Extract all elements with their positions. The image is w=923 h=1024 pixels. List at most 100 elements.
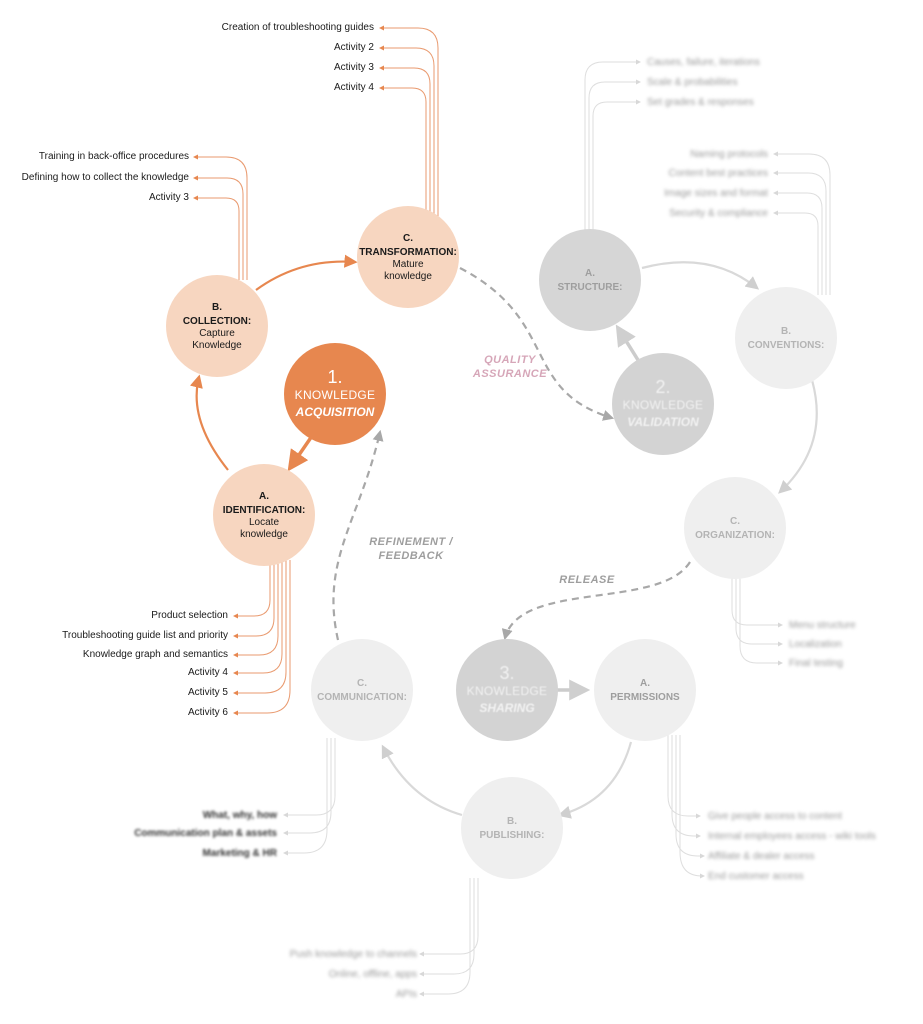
collection-step[interactable]: B. COLLECTION: Capture Knowledge xyxy=(166,275,268,377)
transformation-activity-2: Activity 2 xyxy=(333,42,374,53)
acquisition-circle xyxy=(284,343,386,445)
collection-letter: B. xyxy=(212,302,222,313)
structure-activity-2: Scale & probabilities xyxy=(647,77,738,88)
communication-step[interactable]: C. COMMUNICATION: xyxy=(311,639,413,741)
communication-activity-2: Communication plan & assets xyxy=(134,828,277,839)
communication-activity-3: Marketing & HR xyxy=(202,848,277,859)
identification-connectors xyxy=(233,560,291,716)
collection-activity-2: Defining how to collect the knowledge xyxy=(21,172,189,183)
identification-circle xyxy=(213,464,315,566)
structure-step[interactable]: A. STRUCTURE: xyxy=(539,229,641,331)
communication-activity-1: What, why, how xyxy=(202,810,277,821)
communication-title: COMMUNICATION: xyxy=(317,692,407,703)
acquisition-word2: ACQUISITION xyxy=(295,405,375,419)
communication-connectors xyxy=(283,738,336,856)
release-label: RELEASE xyxy=(559,574,615,586)
structure-title: STRUCTURE: xyxy=(557,282,623,293)
identification-step[interactable]: A. IDENTIFICATION: Locate knowledge xyxy=(213,464,315,566)
publishing-activity-3: APIs xyxy=(395,989,417,1000)
transformation-activity-4: Activity 4 xyxy=(333,82,374,93)
identification-letter: A. xyxy=(259,491,269,502)
conventions-activity-3: Image sizes and format xyxy=(664,188,768,199)
publishing-connectors xyxy=(419,878,479,997)
identification-activity-4: Activity 4 xyxy=(187,667,228,678)
identification-title: IDENTIFICATION: xyxy=(222,505,306,516)
collection-circle xyxy=(166,275,268,377)
transformation-activity-3: Activity 3 xyxy=(333,62,374,73)
sharing-cycle-arrows xyxy=(381,741,633,819)
knowledge-validation-phase[interactable]: 2. KNOWLEDGE VALIDATION xyxy=(612,353,714,455)
conventions-activity-4: Security & compliance xyxy=(669,208,768,219)
permissions-title: PERMISSIONS xyxy=(610,692,680,703)
publishing-circle xyxy=(461,777,563,879)
publishing-letter: B. xyxy=(507,816,517,827)
transformation-step[interactable]: C. TRANSFORMATION: Mature knowledge xyxy=(357,206,459,308)
structure-letter: A. xyxy=(585,268,595,279)
organization-letter: C. xyxy=(730,516,740,527)
collection-sub2: Knowledge xyxy=(192,340,242,351)
quality-label-line1: QUALITY xyxy=(484,354,536,366)
refinement-feedback-label: REFINEMENT / FEEDBACK xyxy=(355,535,467,563)
validation-circle xyxy=(612,353,714,455)
structure-activity-1: Causes, failure, iterations xyxy=(647,57,760,68)
conventions-activity-2: Content best practices xyxy=(668,168,769,179)
conventions-circle xyxy=(735,287,837,389)
structure-circle xyxy=(539,229,641,331)
identification-sub2: knowledge xyxy=(240,529,288,540)
organization-circle xyxy=(684,477,786,579)
sharing-word2: SHARING xyxy=(479,701,535,715)
knowledge-acquisition-phase[interactable]: 1. KNOWLEDGE ACQUISITION xyxy=(284,343,386,445)
transformation-circle xyxy=(357,206,459,308)
permissions-letter: A. xyxy=(640,678,650,689)
validation-number: 2. xyxy=(655,377,671,397)
identification-activity-5: Activity 5 xyxy=(187,687,228,698)
organization-activity-2: Localization xyxy=(789,639,842,650)
collection-sub1: Capture xyxy=(199,328,235,339)
identification-activity-3: Knowledge graph and semantics xyxy=(82,649,228,660)
publishing-step[interactable]: B. PUBLISHING: xyxy=(461,777,563,879)
quality-label-line2: ASSURANCE xyxy=(472,368,548,380)
sharing-circle xyxy=(456,639,558,741)
publishing-activity-1: Push knowledge to channels xyxy=(289,949,417,960)
acquisition-to-identification-arrow xyxy=(287,435,314,472)
acquisition-cycle-arrows xyxy=(189,254,358,471)
collection-connectors xyxy=(193,154,248,280)
conventions-activity-1: Naming protocols xyxy=(690,149,768,160)
permissions-step[interactable]: A. PERMISSIONS xyxy=(594,639,696,741)
validation-cycle-arrows xyxy=(641,261,818,494)
sharing-word1: KNOWLEDGE xyxy=(466,684,548,698)
permissions-connectors xyxy=(667,735,705,879)
communication-letter: C. xyxy=(357,678,367,689)
quality-assurance-label: QUALITY ASSURANCE xyxy=(460,353,560,381)
sharing-number: 3. xyxy=(499,663,515,683)
conventions-step[interactable]: B. CONVENTIONS: xyxy=(735,287,837,389)
permissions-activity-1: Give people access to content xyxy=(708,811,842,822)
organization-activity-3: Final testing xyxy=(789,658,843,669)
organization-title: ORGANIZATION: xyxy=(695,530,775,541)
permissions-circle xyxy=(594,639,696,741)
identification-activity-6: Activity 6 xyxy=(187,707,228,718)
publishing-title: PUBLISHING: xyxy=(479,830,545,841)
organization-connectors xyxy=(731,578,783,666)
transformation-title: TRANSFORMATION: xyxy=(359,247,457,258)
transformation-letter: C. xyxy=(403,233,413,244)
transformation-connectors xyxy=(379,25,439,225)
identification-activity-1: Product selection xyxy=(151,610,228,621)
acquisition-number: 1. xyxy=(327,367,343,387)
communication-circle xyxy=(311,639,413,741)
collection-activity-3: Activity 3 xyxy=(148,192,189,203)
identification-activity-2: Troubleshooting guide list and priority xyxy=(62,630,228,641)
transformation-activity-1: Creation of troubleshooting guides xyxy=(221,22,374,33)
dashed-flow-arrows xyxy=(332,267,691,641)
transformation-sub1: Mature xyxy=(392,259,424,270)
organization-activity-1: Menu structure xyxy=(789,620,856,631)
validation-word2: VALIDATION xyxy=(627,415,699,429)
permissions-activity-4: End customer access xyxy=(708,871,804,882)
conventions-connectors xyxy=(773,151,831,295)
conventions-title: CONVENTIONS: xyxy=(747,340,825,351)
organization-step[interactable]: C. ORGANIZATION: xyxy=(684,477,786,579)
transformation-sub2: knowledge xyxy=(384,271,432,282)
knowledge-sharing-phase[interactable]: 3. KNOWLEDGE SHARING xyxy=(456,639,558,741)
refinement-label-line2: FEEDBACK xyxy=(378,550,444,562)
